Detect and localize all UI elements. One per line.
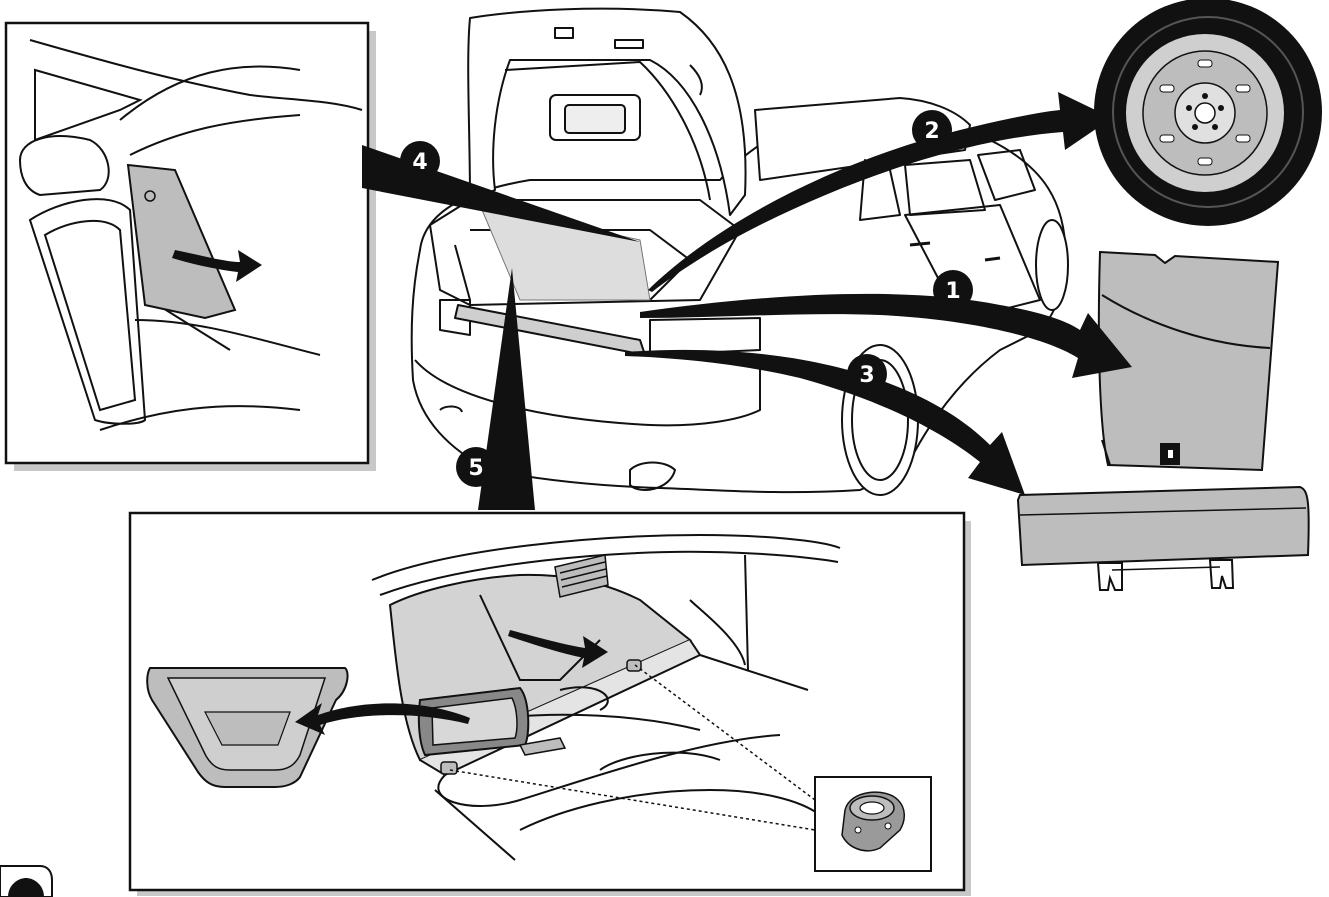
callout-badge-2: 2 (912, 110, 952, 150)
corner-tab (0, 866, 52, 897)
inset-trunk-compartment (130, 513, 971, 896)
callout-label-1: 1 (945, 279, 960, 304)
callout-badge-4: 4 (400, 141, 440, 181)
callout-badge-5: 5 (456, 447, 496, 487)
load-sill-trim (1018, 487, 1309, 590)
inset-rear-seat-panel (6, 23, 376, 471)
callout-label-3: 3 (859, 363, 874, 388)
callout-badge-3: 3 (847, 354, 887, 394)
front-wheel (1036, 220, 1068, 310)
callout-label-4: 4 (412, 150, 427, 175)
tie-down-detail (815, 777, 931, 871)
callout-label-2: 2 (924, 119, 939, 144)
spare-wheel (1094, 0, 1322, 226)
callout-badge-1: 1 (933, 270, 973, 310)
callout-label-5: 5 (468, 456, 483, 481)
